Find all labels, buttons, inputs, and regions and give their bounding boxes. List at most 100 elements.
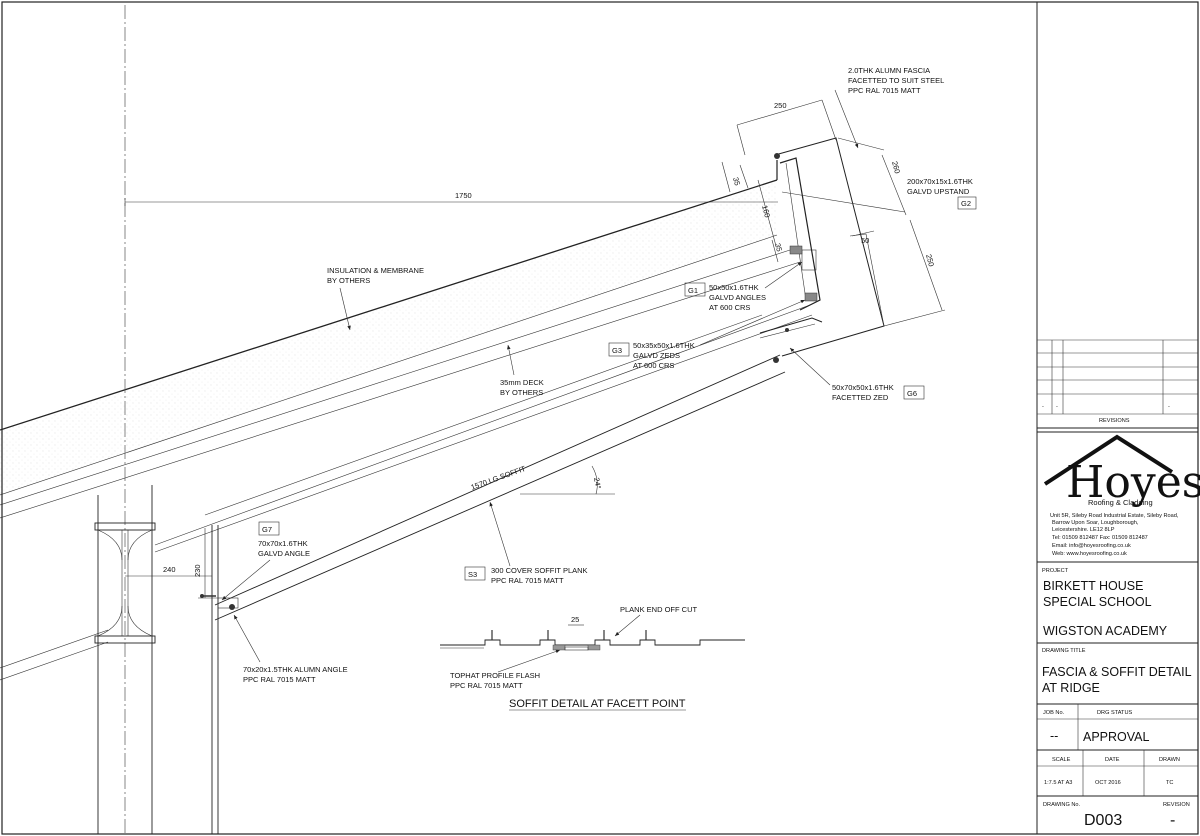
note-g7-1: 70x70x1.6THK xyxy=(258,539,308,548)
note-fascia-3: PPC RAL 7015 MATT xyxy=(848,86,921,95)
note-g1-3: AT 600 CRS xyxy=(709,303,750,312)
angle-g1 xyxy=(801,249,817,271)
soffit-line-bottom xyxy=(214,371,786,621)
company-logo: Hoyes Roofing & Cladding Unit 5R, Sileby… xyxy=(1043,434,1200,557)
status-label: DRG STATUS xyxy=(1097,710,1132,716)
company-email: Email: info@hoyesroofing.co.uk xyxy=(1052,543,1131,549)
dim-230: 230 xyxy=(193,564,202,577)
note-g1-2: GALVD ANGLES xyxy=(709,293,766,302)
scale-label: SCALE xyxy=(1052,757,1071,763)
tag-g7: G7 xyxy=(262,525,272,534)
note-fascia-2: FACETTED TO SUIT STEEL xyxy=(848,76,944,85)
rafter-bottom xyxy=(154,314,813,553)
project-label: PROJECT xyxy=(1042,568,1069,574)
project-line-1: BIRKETT HOUSE xyxy=(1043,579,1143,593)
soffit-line-top xyxy=(214,354,781,606)
tag-g6: G6 xyxy=(907,389,917,398)
note-g1-1: 50x50x1.6THK xyxy=(709,283,759,292)
note-insulation-2: BY OTHERS xyxy=(327,276,370,285)
drawing-title-label: DRAWING TITLE xyxy=(1042,648,1086,654)
tag-g2-box xyxy=(957,196,977,210)
note-upstand-2: GALVD UPSTAND xyxy=(907,187,970,196)
status-value: APPROVAL xyxy=(1083,730,1150,744)
note-g3-2: GALVD ZEDS xyxy=(633,351,680,360)
dim-50: 50 xyxy=(861,236,869,245)
tag-s3: S3 xyxy=(468,570,477,579)
note-insulation-1: INSULATION & MEMBRANE xyxy=(327,266,424,275)
project-line-2: SPECIAL SCHOOL xyxy=(1043,595,1152,609)
steel-column xyxy=(94,5,156,834)
dim-240: 240 xyxy=(163,565,176,574)
soffit-detail: PLANK END OFF CUT TOPHAT PROFILE FLASH P… xyxy=(440,605,745,711)
tag-g3-box xyxy=(608,342,630,357)
project-line-3: WIGSTON ACADEMY xyxy=(1043,624,1168,638)
roof-top-line xyxy=(0,179,778,431)
dim-250-top: 250 xyxy=(774,101,787,110)
note-alumn-angle-1: 70x20x1.5THK ALUMN ANGLE xyxy=(243,665,348,674)
revision-label: REVISION xyxy=(1163,802,1190,808)
company-tel: Tel: 01509 812487 Fax: 01509 812487 xyxy=(1052,535,1148,541)
dim-25: 25 xyxy=(571,615,579,624)
tag-g1: G1 xyxy=(688,286,698,295)
note-g6-2: FACETTED ZED xyxy=(832,393,889,402)
deck-line-1 xyxy=(0,249,791,506)
tag-g6-box xyxy=(903,385,925,400)
dim-35-b: 35 xyxy=(773,242,784,252)
annotations: 2.0THK ALUMN FASCIA FACETTED TO SUIT STE… xyxy=(221,66,977,684)
note-tophat-1: TOPHAT PROFILE FLASH xyxy=(450,671,540,680)
roof-section xyxy=(0,179,813,681)
revision-value: - xyxy=(1170,812,1175,829)
note-g6-1: 50x70x50x1.6THK xyxy=(832,383,894,392)
deck-line-2 xyxy=(0,261,801,519)
address-line-3: Leicestershire. LE12 8LP xyxy=(1052,527,1115,533)
note-plank-end: PLANK END OFF CUT xyxy=(620,605,698,614)
tophat-flash xyxy=(564,646,589,651)
tag-g2: G2 xyxy=(961,199,971,208)
insulation-band xyxy=(0,180,777,495)
revision-mark-1: - xyxy=(1042,404,1044,410)
job-no-value: -- xyxy=(1050,729,1058,743)
note-s3-2: PPC RAL 7015 MATT xyxy=(491,576,564,585)
date-label: DATE xyxy=(1105,757,1120,763)
note-upstand-1: 200x70x15x1.6THK xyxy=(907,177,973,186)
rafter-top xyxy=(154,304,811,546)
lower-brace-1 xyxy=(0,629,109,669)
note-deck-1: 35mm DECK xyxy=(500,378,544,387)
note-deck-2: BY OTHERS xyxy=(500,388,543,397)
insulation-bottom-line xyxy=(0,234,778,496)
drawn-label: DRAWN xyxy=(1159,757,1180,763)
dim-260: 260 xyxy=(890,160,902,174)
fascia-outline xyxy=(774,137,885,357)
revision-mark-3: - xyxy=(1168,404,1170,410)
note-g3-3: AT 600 CRS xyxy=(633,361,674,370)
revisions-table: - - - REVISIONS xyxy=(1037,339,1198,433)
note-s3-1: 300 COVER SOFFIT PLANK xyxy=(491,566,588,575)
dim-250-right: 250 xyxy=(924,253,936,267)
tag-g3: G3 xyxy=(612,346,622,355)
note-g7-2: GALVD ANGLE xyxy=(258,549,310,558)
address-line-1: Unit 5R, Sileby Road Industrial Estate, … xyxy=(1050,513,1179,519)
tag-g1-box xyxy=(684,282,706,297)
company-name: Hoyes xyxy=(1066,457,1200,508)
dim-35-a: 35 xyxy=(731,176,742,186)
revision-mark-2: - xyxy=(1056,404,1058,410)
scale-value: 1:7.5 AT A3 xyxy=(1044,780,1072,786)
revisions-label: REVISIONS xyxy=(1099,418,1130,424)
wall-section xyxy=(198,525,239,834)
tag-s3-box xyxy=(464,566,486,581)
soffit-plank-profile xyxy=(440,639,745,646)
roof-logo-icon xyxy=(1043,434,1174,486)
drawing-title-1: FASCIA & SOFFIT DETAIL xyxy=(1042,665,1192,679)
dim-160: 160 xyxy=(760,204,772,218)
title-block: - - - REVISIONS Hoyes Roofing & Cladding… xyxy=(1037,339,1200,829)
address-line-2: Barrow Upon Soar, Loughborough, xyxy=(1052,520,1139,526)
note-g3-1: 50x35x50x1.6THK xyxy=(633,341,695,350)
drawing-title-2: AT RIDGE xyxy=(1042,681,1100,695)
job-no-label: JOB No. xyxy=(1043,710,1065,716)
drawing-no-label: DRAWING No. xyxy=(1043,802,1081,808)
company-web: Web: www.hoyesroofing.co.uk xyxy=(1052,551,1127,557)
date-value: OCT 2016 xyxy=(1095,780,1121,786)
galvd-upstand xyxy=(779,157,821,311)
